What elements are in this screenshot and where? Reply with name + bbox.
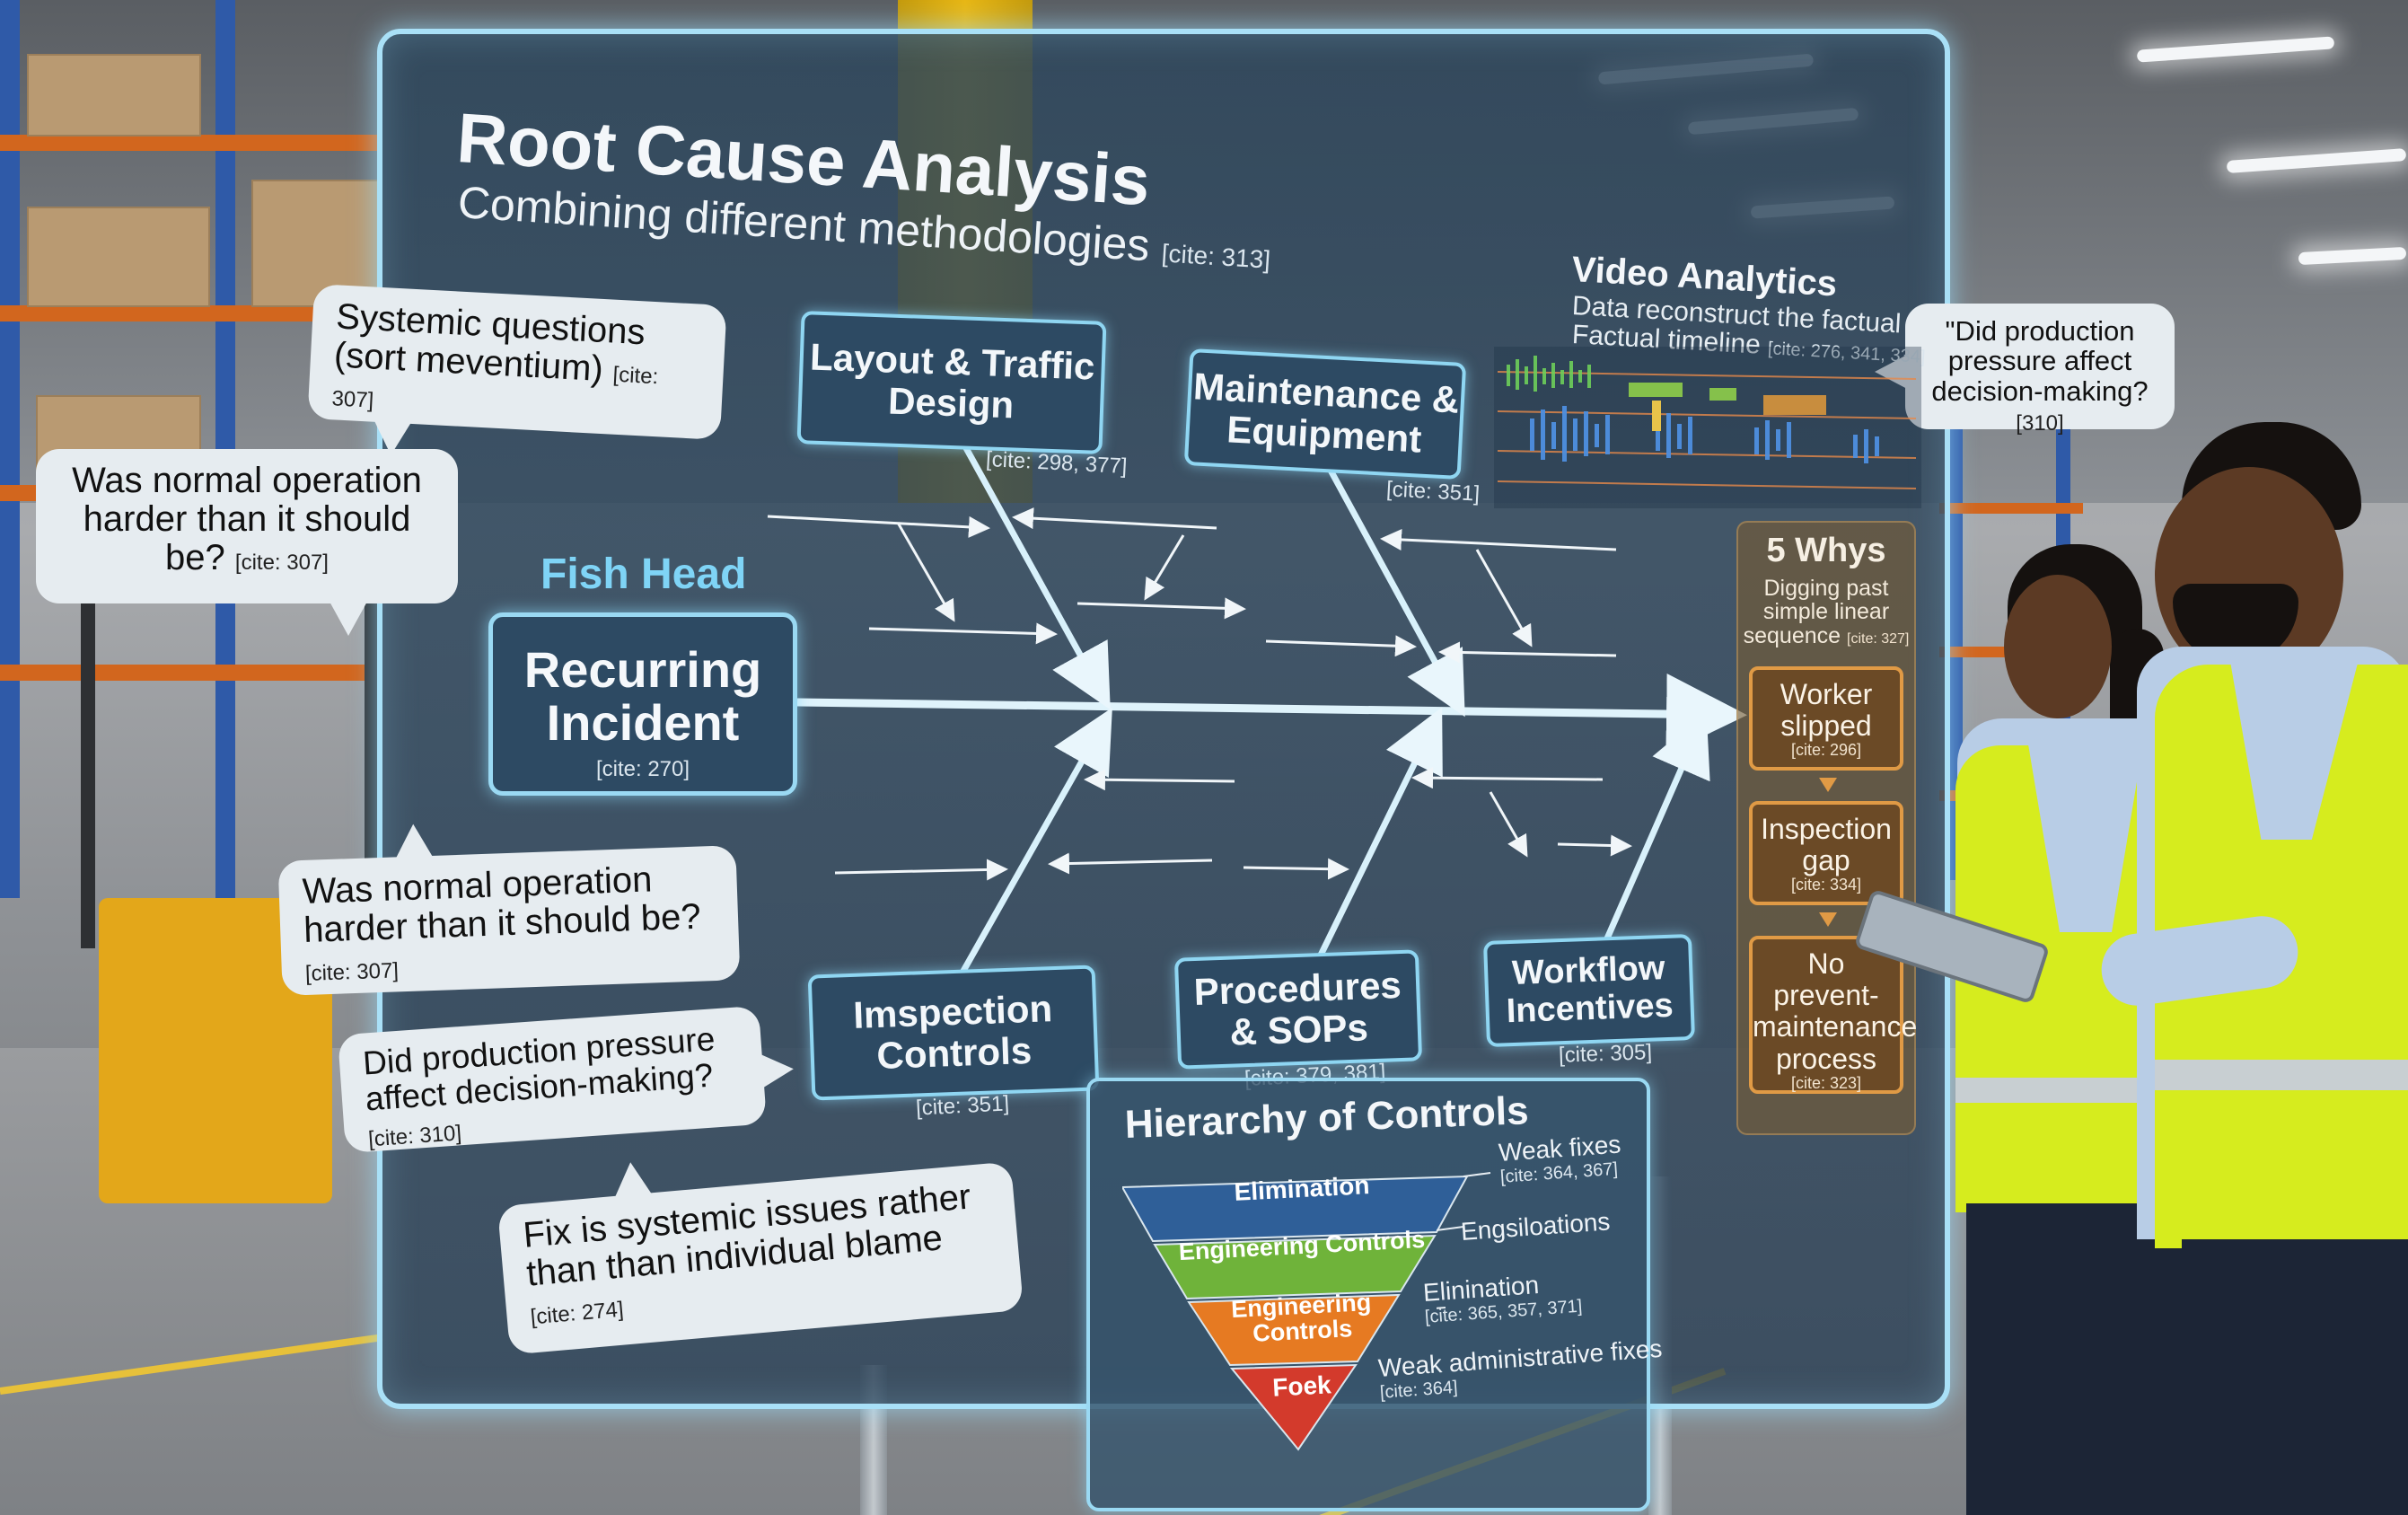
category-layout-traffic: Layout & Traffic Design <box>796 311 1107 454</box>
waveform-blue <box>1530 406 1879 463</box>
hierarchy-pyramid <box>1122 1175 1469 1451</box>
bubble-cite: [cite: 310] <box>367 1121 462 1152</box>
category-label: Workflow Incentives <box>1506 949 1674 1031</box>
fish-head-title: Recurring Incident <box>523 641 762 751</box>
hierarchy-leader-lines <box>1437 1172 1491 1309</box>
category-procedures-sops: Procedures & SOPs <box>1173 949 1423 1070</box>
bubble-cite: [cite: 307] <box>304 958 400 987</box>
why-arrow-down <box>1819 778 1837 792</box>
bubble-cite: [cite: 307] <box>234 551 329 576</box>
bubble-text: Did production pressure affect decision-… <box>361 1020 716 1118</box>
why-step-label: No prevent-maintenance process <box>1753 947 1918 1075</box>
why-step-cite: [cite: 323] <box>1790 1073 1862 1092</box>
category-cite: [cite: 305] <box>1558 1040 1653 1068</box>
bubble-text: Was normal operation harder than it shou… <box>72 461 422 578</box>
waveform-green <box>1507 356 1736 401</box>
woman-pants <box>1966 1203 2209 1515</box>
fish-head-label: Fish Head <box>540 551 747 598</box>
tier-engineering-1 <box>1153 1234 1437 1300</box>
category-label: Layout & Traffic Design <box>809 335 1096 427</box>
bubble-systemic-questions: Systemic questions (sort meventium) [cit… <box>307 284 727 440</box>
man-vest-strip <box>2155 1060 2408 1090</box>
bubble-cite: [310] <box>2016 411 2064 436</box>
bubble-normal-operation-top: Was normal operation harder than it shou… <box>36 449 458 636</box>
tier-engineering-2 <box>1187 1293 1401 1367</box>
pallet-box <box>27 207 210 307</box>
man-pants <box>2182 1239 2408 1515</box>
why-step-2: Inspection gap [cite: 334] <box>1749 801 1903 905</box>
bubble-text: "Did production pressure affect decision… <box>1931 315 2149 407</box>
why-step-cite: [cite: 334] <box>1790 876 1862 894</box>
bubble-cite: [cite: 274] <box>529 1297 625 1330</box>
hierarchy-of-controls-panel <box>1086 1078 1650 1511</box>
bubble-production-pressure-right: "Did production pressure affect decision… <box>1875 304 2175 436</box>
five-whys-panel: 5 Whys Digging past simple linear sequen… <box>1736 521 1917 1135</box>
rack-beam <box>0 135 377 151</box>
woman-face <box>2004 575 2112 718</box>
five-whys-subtitle-cite: [cite: 327] <box>1847 630 1910 647</box>
rack-beam <box>0 305 377 321</box>
category-cite: [cite: 351] <box>915 1091 1010 1121</box>
tier-label-foek: Foek <box>1271 1370 1332 1402</box>
subtitle-cite: [cite: 313] <box>1160 239 1271 274</box>
bubble-text: Was normal operation harder than it shou… <box>301 859 702 951</box>
video-analytics-waveforms <box>1494 347 1921 508</box>
why-arrow-down <box>1819 912 1837 927</box>
hierarchy-label-weak-fixes: Weak fixes [cite: 364, 367] <box>1498 1130 1623 1187</box>
category-workflow-incentives: Workflow Incentives <box>1483 933 1695 1048</box>
tier-foek <box>1229 1363 1358 1451</box>
category-maintenance-equipment: Maintenance & Equipment <box>1183 348 1467 480</box>
why-step-label: Worker slipped <box>1780 678 1873 743</box>
why-step-3: No prevent-maintenance process [cite: 32… <box>1749 936 1917 1094</box>
rack-beam <box>1939 503 2083 514</box>
five-whys-title: 5 Whys <box>1766 532 1886 569</box>
bubble-text: Systemic questions (sort meventium) <box>332 296 646 390</box>
tier-label-engineering-2: Engineering Controls <box>1230 1288 1372 1348</box>
fish-head-box: Recurring Incident [cite: 270] <box>488 612 797 796</box>
category-inspection-controls: Imspection Controls <box>807 964 1100 1101</box>
why-step-cite: [cite: 296] <box>1790 741 1862 760</box>
category-label: Procedures & SOPs <box>1192 963 1402 1053</box>
category-label: Imspection Controls <box>852 986 1053 1077</box>
timeline-marker <box>1652 401 1661 431</box>
five-whys-subtitle: Digging past simple linear sequence [cit… <box>1738 577 1914 647</box>
five-whys-subtitle-text: Digging past simple linear sequence <box>1743 576 1890 648</box>
pallet-box <box>27 54 201 137</box>
why-step-label: Inspection gap <box>1761 813 1892 877</box>
fish-head-cite: [cite: 270] <box>595 756 690 781</box>
tier-elimination <box>1122 1175 1469 1243</box>
category-label: Maintenance & Equipment <box>1192 365 1461 461</box>
category-cite: [cite: 351] <box>1385 477 1481 506</box>
timeline-gridlines <box>1497 371 1917 489</box>
timeline-marker <box>1763 395 1826 415</box>
bubble-normal-operation-mid: Was normal operation harder than it shou… <box>277 845 741 996</box>
why-step-1: Worker slipped [cite: 296] <box>1749 666 1903 771</box>
